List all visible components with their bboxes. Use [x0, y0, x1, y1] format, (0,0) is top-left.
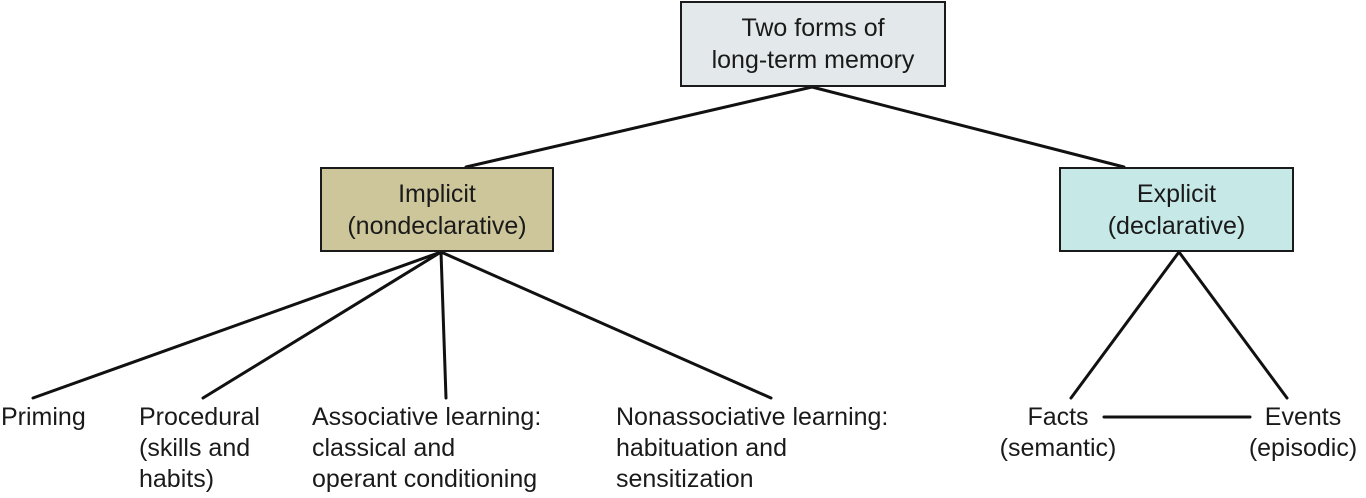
connector-implicit-procedural [201, 250, 443, 400]
explicit-memory-node: Explicit (declarative) [1059, 167, 1294, 252]
leaf-nonassociative-learning: Nonassociative learning: habituation and… [616, 402, 888, 495]
root-node-line-2: long-term memory [711, 46, 915, 74]
leaf-nonassociative-line-3: sensitization [616, 465, 754, 493]
explicit-node-line-2: (declarative) [1107, 211, 1246, 240]
leaf-associative-line-3: operant conditioning [312, 465, 538, 493]
leaf-facts-line-1: Facts [1027, 403, 1089, 431]
leaf-associative-learning: Associative learning: classical and oper… [312, 402, 541, 495]
connector-explicit-facts [1069, 250, 1181, 400]
leaf-procedural: Procedural (skills and habits) [139, 402, 260, 495]
explicit-node-line-1: Explicit [1136, 179, 1217, 208]
leaf-procedural-line-1: Procedural [139, 403, 260, 431]
implicit-node-line-2: (nondeclarative) [347, 211, 527, 240]
leaf-procedural-line-3: habits) [139, 465, 215, 493]
leaf-nonassociative-line-1: Nonassociative learning: [616, 403, 889, 431]
connector-root-implicit [464, 85, 814, 169]
connector-explicit-events [1177, 250, 1289, 400]
leaf-priming-line-1: Priming [1, 403, 86, 431]
leaf-nonassociative-line-2: habituation and [616, 434, 787, 462]
connector-root-explicit [810, 85, 1126, 169]
root-node-long-term-memory: Two forms of long-term memory [680, 1, 946, 87]
implicit-memory-node: Implicit (nondeclarative) [320, 167, 554, 252]
leaf-events-line-1: Events [1264, 403, 1342, 431]
leaf-procedural-line-2: (skills and [139, 434, 251, 462]
leaf-events: Events (episodic) [1240, 402, 1366, 464]
leaf-associative-line-2: classical and [312, 434, 456, 462]
leaf-priming: Priming [1, 402, 86, 433]
leaf-facts: Facts (semantic) [990, 402, 1126, 464]
connector-implicit-priming [31, 250, 443, 400]
leaf-events-line-2: (episodic) [1248, 434, 1358, 462]
connector-implicit-nonassociative [439, 250, 773, 400]
leaf-facts-line-2: (semantic) [999, 434, 1117, 462]
connector-implicit-associative [439, 250, 448, 400]
leaf-associative-line-1: Associative learning: [312, 403, 542, 431]
implicit-node-line-1: Implicit [398, 179, 476, 208]
root-node-line-1: Two forms of [741, 14, 885, 42]
